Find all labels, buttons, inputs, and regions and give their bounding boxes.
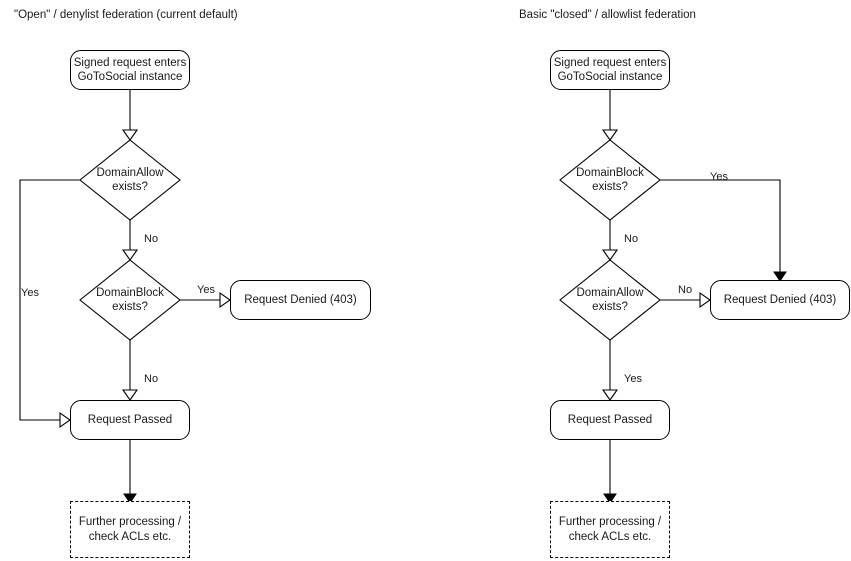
- edge-label-domainblock-no-left: No: [144, 373, 159, 385]
- arrowhead-open: [699, 291, 711, 309]
- diagram-title-closed-allowlist: Basic "closed" / allowlist federation: [519, 9, 696, 21]
- decision-domainblock-shape: [559, 139, 661, 221]
- arrowhead-filled: [603, 493, 617, 504]
- edge-label-domainallow-yes-right: Yes: [624, 373, 642, 385]
- node-request-denied-right[interactable]: Request Denied (403): [710, 280, 850, 320]
- arrowhead-open: [59, 411, 71, 429]
- arrowhead-open: [121, 129, 139, 141]
- node-signed-request-start-left[interactable]: Signed request enters GoToSocial instanc…: [70, 50, 190, 90]
- node-text: Further processing / check ACLs etc.: [558, 516, 662, 543]
- decision-domainallow-shape: [559, 259, 661, 341]
- node-signed-request-start-right[interactable]: Signed request enters GoToSocial instanc…: [550, 50, 670, 90]
- arrowhead-open: [601, 389, 619, 401]
- edge-label-domainallow-no-right: No: [678, 284, 693, 296]
- arrowhead-open: [121, 389, 139, 401]
- edge-label-domainallow-no-left: No: [144, 233, 159, 245]
- arrowhead-filled: [773, 271, 787, 282]
- node-text: Signed request enters GoToSocial instanc…: [73, 56, 187, 84]
- arrowhead-open: [601, 129, 619, 141]
- arrowhead-filled: [123, 493, 137, 504]
- edge-label-domainblock-yes-right: Yes: [710, 171, 728, 183]
- node-request-passed-right[interactable]: Request Passed: [550, 400, 670, 440]
- node-request-passed-left[interactable]: Request Passed: [70, 400, 190, 440]
- node-further-processing-right[interactable]: Further processing / check ACLs etc.: [550, 501, 670, 558]
- arrowhead-open: [601, 249, 619, 261]
- edge-label-domainblock-no-right: No: [624, 233, 639, 245]
- node-further-processing-left[interactable]: Further processing / check ACLs etc.: [70, 501, 190, 558]
- arrowhead-open: [121, 249, 139, 261]
- node-request-denied-left[interactable]: Request Denied (403): [230, 280, 371, 320]
- edge-domainblock-yes-to-denied: [660, 179, 781, 274]
- edge-label-domainallow-yes-left: Yes: [21, 287, 39, 299]
- edge-label-domainblock-yes-left: Yes: [197, 284, 215, 296]
- node-text: Signed request enters GoToSocial instanc…: [553, 56, 667, 84]
- edge-domainallow-yes-to-passed: [19, 179, 80, 421]
- arrowhead-open: [219, 291, 231, 309]
- diagram-title-open-denylist: "Open" / denylist federation (current de…: [14, 9, 238, 21]
- node-text: Further processing / check ACLs etc.: [78, 516, 182, 543]
